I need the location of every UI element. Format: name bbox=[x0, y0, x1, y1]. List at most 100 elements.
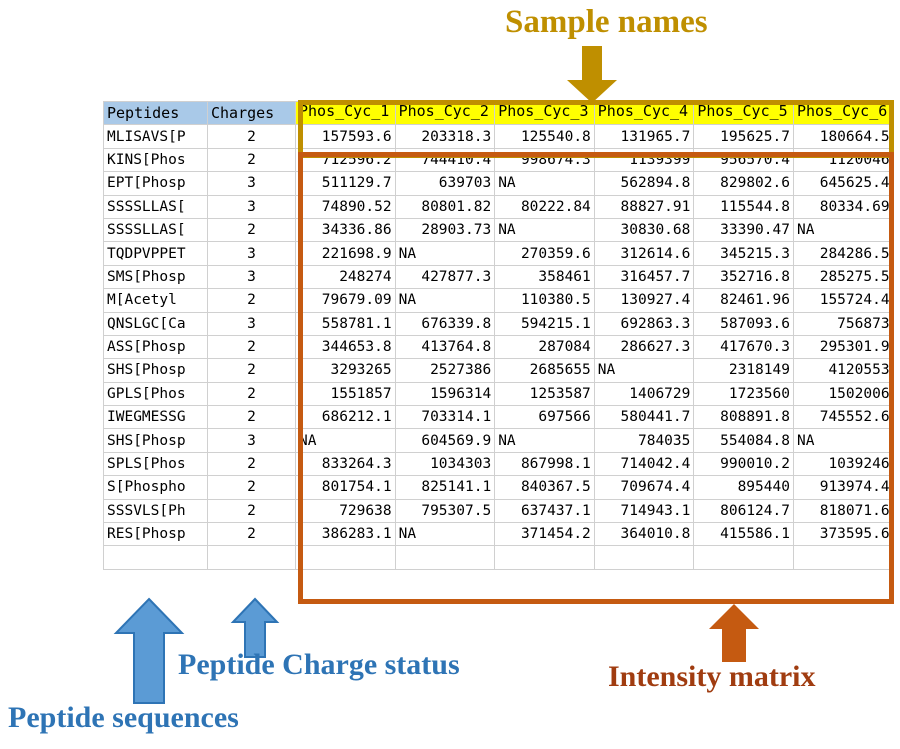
cell-intensity-sample-3[interactable]: 1253587 bbox=[494, 381, 595, 407]
cell-intensity-sample-6[interactable]: 4120553 bbox=[792, 358, 894, 383]
column-header-charges[interactable]: Charges bbox=[207, 100, 296, 126]
cell-intensity-sample-1[interactable]: 1551857 bbox=[295, 381, 396, 407]
cell-intensity-sample-1[interactable]: 712596.2 bbox=[295, 147, 396, 173]
cell-intensity-sample-2[interactable]: 413764.8 bbox=[394, 334, 496, 360]
cell-charge[interactable]: 2 bbox=[207, 124, 296, 149]
cell-intensity-sample-3[interactable]: 637437.1 bbox=[494, 498, 595, 524]
cell-intensity-sample-6[interactable]: 1120046 bbox=[792, 147, 894, 173]
cell-intensity-sample-3[interactable]: NA bbox=[494, 217, 595, 243]
cell-charge[interactable]: 2 bbox=[207, 475, 296, 500]
cell-intensity-sample-4[interactable]: 286627.3 bbox=[593, 334, 695, 360]
cell-intensity-sample-4[interactable]: 692863.3 bbox=[593, 311, 695, 336]
cell-intensity-sample-1[interactable]: 74890.52 bbox=[295, 194, 396, 219]
cell-intensity-sample-6[interactable]: 285275.5 bbox=[792, 264, 894, 290]
cell-peptide[interactable]: GPLS[Phos bbox=[103, 381, 208, 407]
cell-intensity-sample-5[interactable]: 990010.2 bbox=[693, 451, 794, 477]
cell-intensity-sample-5[interactable]: 829802.6 bbox=[693, 171, 794, 196]
cell-charge[interactable]: 3 bbox=[207, 311, 296, 336]
cell-charge[interactable]: 3 bbox=[207, 264, 296, 290]
cell-empty[interactable] bbox=[792, 545, 894, 570]
cell-intensity-sample-1[interactable]: NA bbox=[295, 428, 396, 453]
cell-charge[interactable]: 2 bbox=[207, 405, 296, 430]
cell-intensity-sample-2[interactable]: NA bbox=[394, 288, 496, 313]
column-header-sample-1[interactable]: Phos_Cyc_1 bbox=[295, 100, 396, 126]
cell-peptide[interactable]: S[Phospho bbox=[103, 475, 208, 500]
cell-empty[interactable] bbox=[207, 545, 296, 570]
cell-intensity-sample-2[interactable]: 825141.1 bbox=[394, 475, 496, 500]
cell-intensity-sample-5[interactable]: 345215.3 bbox=[693, 241, 794, 266]
cell-intensity-sample-4[interactable]: 714042.4 bbox=[593, 451, 695, 477]
cell-intensity-sample-2[interactable]: NA bbox=[394, 241, 496, 266]
cell-peptide[interactable]: M[Acetyl bbox=[103, 288, 208, 313]
cell-peptide[interactable]: SMS[Phosp bbox=[103, 264, 208, 290]
column-header-sample-4[interactable]: Phos_Cyc_4 bbox=[593, 100, 695, 126]
column-header-sample-5[interactable]: Phos_Cyc_5 bbox=[693, 100, 794, 126]
cell-intensity-sample-4[interactable]: 1139399 bbox=[593, 147, 695, 173]
cell-intensity-sample-1[interactable]: 833264.3 bbox=[295, 451, 396, 477]
cell-intensity-sample-3[interactable]: 287084 bbox=[494, 334, 595, 360]
cell-intensity-sample-6[interactable]: 180664.5 bbox=[792, 124, 894, 149]
cell-intensity-sample-3[interactable]: NA bbox=[494, 171, 595, 196]
cell-intensity-sample-1[interactable]: 157593.6 bbox=[295, 124, 396, 149]
cell-charge[interactable]: 3 bbox=[207, 241, 296, 266]
cell-empty[interactable] bbox=[394, 545, 496, 570]
cell-peptide[interactable]: TQDPVPPET bbox=[103, 241, 208, 266]
cell-intensity-sample-6[interactable]: 1039246 bbox=[792, 451, 894, 477]
cell-charge[interactable]: 2 bbox=[207, 451, 296, 477]
peptide-intensity-table[interactable]: Peptides Charges Phos_Cyc_1 Phos_Cyc_2 P… bbox=[103, 100, 894, 570]
cell-intensity-sample-3[interactable]: 270359.6 bbox=[494, 241, 595, 266]
cell-intensity-sample-6[interactable]: 756873 bbox=[792, 311, 894, 336]
cell-intensity-sample-4[interactable]: 562894.8 bbox=[593, 171, 695, 196]
cell-intensity-sample-5[interactable]: 895440 bbox=[693, 475, 794, 500]
cell-peptide[interactable]: IWEGMESSG bbox=[103, 405, 208, 430]
cell-intensity-sample-2[interactable]: 28903.73 bbox=[394, 217, 496, 243]
cell-intensity-sample-2[interactable]: 795307.5 bbox=[394, 498, 496, 524]
cell-intensity-sample-1[interactable]: 344653.8 bbox=[295, 334, 396, 360]
cell-peptide[interactable]: QNSLGC[Ca bbox=[103, 311, 208, 336]
cell-charge[interactable]: 3 bbox=[207, 171, 296, 196]
cell-intensity-sample-2[interactable]: 80801.82 bbox=[394, 194, 496, 219]
cell-intensity-sample-2[interactable]: 427877.3 bbox=[394, 264, 496, 290]
cell-charge[interactable]: 3 bbox=[207, 194, 296, 219]
cell-intensity-sample-4[interactable]: 580441.7 bbox=[593, 405, 695, 430]
cell-intensity-sample-3[interactable]: 2685655 bbox=[494, 358, 595, 383]
cell-intensity-sample-2[interactable]: 703314.1 bbox=[394, 405, 496, 430]
cell-intensity-sample-3[interactable]: 110380.5 bbox=[494, 288, 595, 313]
cell-peptide[interactable]: ASS[Phosp bbox=[103, 334, 208, 360]
cell-intensity-sample-2[interactable]: 1596314 bbox=[394, 381, 496, 407]
cell-charge[interactable]: 2 bbox=[207, 288, 296, 313]
cell-intensity-sample-6[interactable]: 155724.4 bbox=[792, 288, 894, 313]
cell-peptide[interactable]: SSSSLLAS[ bbox=[103, 217, 208, 243]
cell-intensity-sample-1[interactable]: 79679.09 bbox=[295, 288, 396, 313]
cell-intensity-sample-6[interactable]: 1502006 bbox=[792, 381, 894, 407]
cell-intensity-sample-1[interactable]: 801754.1 bbox=[295, 475, 396, 500]
cell-intensity-sample-6[interactable]: NA bbox=[792, 217, 894, 243]
cell-intensity-sample-3[interactable]: 594215.1 bbox=[494, 311, 595, 336]
cell-peptide[interactable]: EPT[Phosp bbox=[103, 171, 208, 196]
cell-intensity-sample-2[interactable]: 676339.8 bbox=[394, 311, 496, 336]
cell-intensity-sample-1[interactable]: 558781.1 bbox=[295, 311, 396, 336]
cell-intensity-sample-6[interactable]: 284286.5 bbox=[792, 241, 894, 266]
cell-empty[interactable] bbox=[593, 545, 695, 570]
cell-intensity-sample-5[interactable]: 82461.96 bbox=[693, 288, 794, 313]
cell-intensity-sample-2[interactable]: 203318.3 bbox=[394, 124, 496, 149]
cell-intensity-sample-3[interactable]: 80222.84 bbox=[494, 194, 595, 219]
cell-intensity-sample-3[interactable]: 867998.1 bbox=[494, 451, 595, 477]
cell-charge[interactable]: 2 bbox=[207, 358, 296, 383]
cell-intensity-sample-4[interactable]: 30830.68 bbox=[593, 217, 695, 243]
cell-intensity-sample-3[interactable]: 371454.2 bbox=[494, 522, 595, 547]
cell-intensity-sample-4[interactable]: 364010.8 bbox=[593, 522, 695, 547]
cell-peptide[interactable]: RES[Phosp bbox=[103, 522, 208, 547]
cell-intensity-sample-1[interactable]: 729638 bbox=[295, 498, 396, 524]
